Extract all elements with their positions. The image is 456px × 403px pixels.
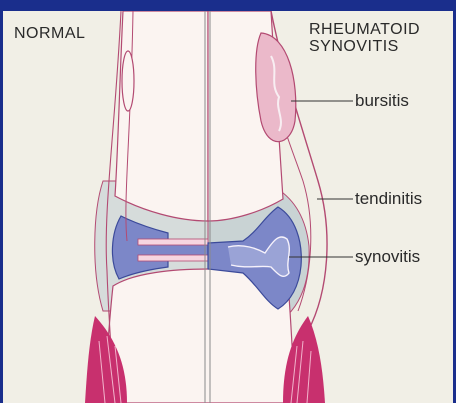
- rheumatoid-title-line2: SYNOVITIS: [309, 38, 399, 55]
- rheumatoid-title-line1: RHEUMATOID: [309, 21, 420, 38]
- bursitis-label: bursitis: [355, 91, 409, 111]
- normal-bursa: [122, 51, 134, 111]
- tendinitis-label: tendinitis: [355, 189, 422, 209]
- upper-bone-normal: [115, 11, 208, 221]
- normal-title: NORMAL: [14, 25, 85, 42]
- normal-cartilage-upper: [138, 239, 208, 245]
- normal-cartilage-lower: [138, 255, 208, 261]
- diagram-panel: NORMAL RHEUMATOID SYNOVITIS bursitis ten…: [3, 11, 453, 403]
- synovitis-label: synovitis: [355, 247, 420, 267]
